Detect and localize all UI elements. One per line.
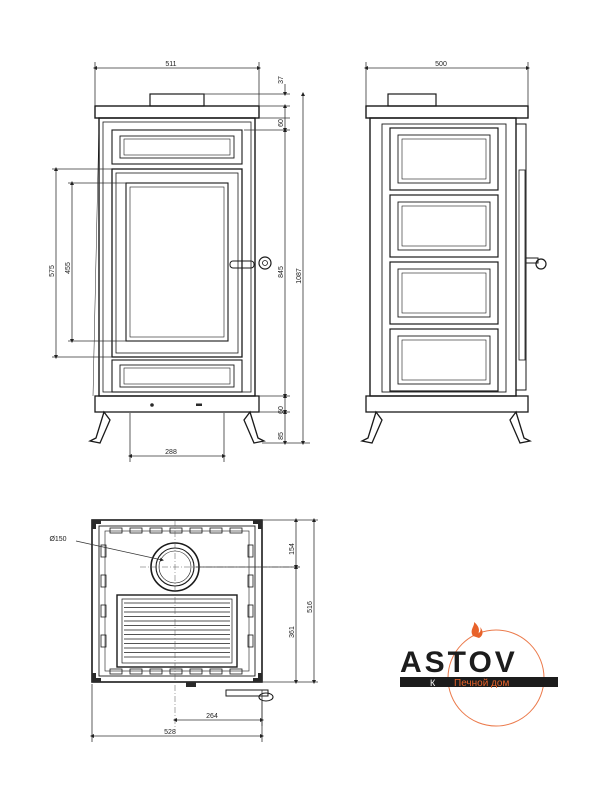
front-view <box>88 93 272 444</box>
dim-grate-depth: 361 <box>289 626 296 638</box>
dim-top-panel: 60 <box>278 119 285 127</box>
top-view <box>91 519 300 730</box>
dim-leg-height: 85 <box>278 432 285 440</box>
dim-flue-x: 264 <box>206 713 218 720</box>
side-handle-icon <box>525 257 547 270</box>
front-top-plate <box>94 105 260 119</box>
front-dimensions: 511 37 60 845 60 85 1087 575 455 <box>49 61 310 462</box>
flame-icon <box>471 622 483 638</box>
top-slots <box>100 527 254 675</box>
logo-brand: ASTOV <box>400 646 518 679</box>
logo-sub: К <box>430 678 436 688</box>
front-upper-panel <box>111 129 243 165</box>
dim-door-outer: 575 <box>49 265 56 277</box>
logo-sub2: Печной дом <box>454 678 509 689</box>
side-base <box>365 395 529 413</box>
dim-door-width: 288 <box>165 449 177 456</box>
dim-front-width: 511 <box>165 61 176 68</box>
front-right-leg <box>243 410 266 444</box>
side-top-plate <box>365 105 529 119</box>
side-view <box>360 93 547 444</box>
dim-bottom-panel: 60 <box>278 406 285 414</box>
front-lower-panel <box>111 359 243 393</box>
dim-top-depth: 516 <box>307 601 314 613</box>
dim-flue-diameter: Ø150 <box>49 536 66 543</box>
front-top-cap <box>149 93 205 107</box>
front-base <box>94 395 260 413</box>
astov-logo: ASTOV К Печной дом <box>400 622 558 727</box>
front-door-glass <box>125 182 229 342</box>
door-handle-icon <box>229 256 272 270</box>
top-dimensions: Ø150 154 361 516 264 528 <box>49 518 318 742</box>
dim-side-width: 500 <box>435 61 447 68</box>
top-outline <box>91 519 263 683</box>
front-left-leg <box>88 410 111 444</box>
dim-top-cap: 37 <box>278 76 285 84</box>
dim-body-height: 845 <box>278 266 285 278</box>
front-door <box>111 168 243 358</box>
side-dimensions: 500 <box>364 61 530 106</box>
dim-flue-offset: 154 <box>289 543 296 555</box>
dim-door-inner: 455 <box>65 262 72 274</box>
air-control-lever-icon <box>225 689 274 702</box>
top-grate <box>116 594 238 668</box>
side-panels <box>389 127 499 392</box>
dim-top-width: 528 <box>164 729 176 736</box>
front-body <box>98 117 256 397</box>
dim-total-height: 1087 <box>296 268 303 284</box>
